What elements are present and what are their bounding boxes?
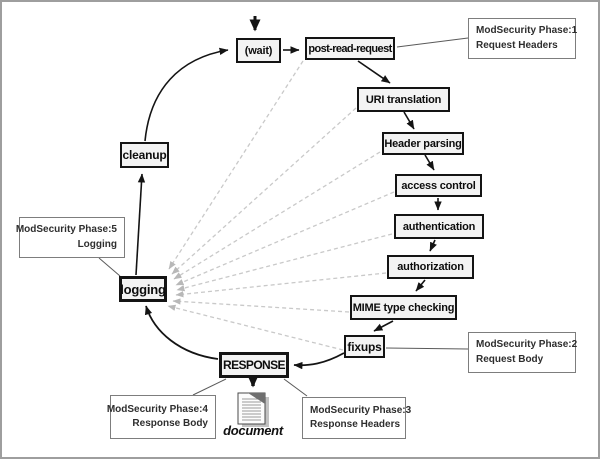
arrow-response-to-logging xyxy=(144,305,219,360)
annotation-phase5-line1: ModSecurity Phase:5 xyxy=(15,224,117,235)
arrow-post-read-to-uri xyxy=(357,60,391,84)
annotation-phase1-line2: Request Headers xyxy=(476,39,558,51)
node-wait: (wait) xyxy=(236,38,281,63)
node-cleanup-label: cleanup xyxy=(122,148,167,162)
annotation-phase2: ModSecurity Phase:2 Request Body xyxy=(468,332,578,373)
arrow-cleanup-to-wait xyxy=(144,47,229,142)
document-icon xyxy=(237,392,269,427)
node-post-read-request: post-read-request xyxy=(305,37,395,60)
connector-post-read-to-phase1 xyxy=(396,37,469,48)
annotation-phase3-line1: ModSecurity Phase:3 xyxy=(310,404,412,416)
dashed-arrow-authentication-to-logging xyxy=(176,233,393,292)
annotation-phase2-line2: Request Body xyxy=(476,353,544,365)
arrow-authentication-to-authorization xyxy=(429,239,437,252)
dashed-logging-arrows xyxy=(167,60,395,351)
arrow-fixups-to-response xyxy=(293,352,345,370)
node-cleanup: cleanup xyxy=(120,142,169,168)
node-authentication-label: authentication xyxy=(402,220,476,233)
node-header-parsing-label: Header parsing xyxy=(384,137,462,150)
node-header-parsing: Header parsing xyxy=(382,132,464,155)
node-access-control: access control xyxy=(395,174,482,197)
annotation-phase4-line1: ModSecurity Phase:4 xyxy=(106,403,208,415)
node-response: RESPONSE xyxy=(219,352,289,378)
annotation-phase1: ModSecurity Phase:1 Request Headers xyxy=(468,18,578,59)
connector-response-to-phase3 xyxy=(283,378,308,397)
dashed-arrow-mime-checking-to-logging xyxy=(172,298,350,313)
node-mime-type-checking: MIME type checking xyxy=(350,295,457,320)
document-text-lines xyxy=(242,398,261,421)
dashed-arrow-authorization-to-logging xyxy=(175,272,387,298)
document-folded-corner xyxy=(248,393,265,404)
annotation-phase4-line2: Response Body xyxy=(132,418,208,429)
node-authorization: authorization xyxy=(387,255,474,279)
dashed-arrow-header-parsing-to-logging xyxy=(173,151,381,280)
arrow-header-parsing-to-access-control xyxy=(424,154,435,171)
node-access-control-label: access control xyxy=(401,179,476,192)
node-uri-translation-label: URI translation xyxy=(365,93,442,106)
node-response-label: RESPONSE xyxy=(223,358,285,372)
connector-fixups-to-phase2 xyxy=(385,347,469,350)
annotation-phase5-line2: Logging xyxy=(77,238,117,250)
arrow-mime-checking-to-fixups xyxy=(373,320,394,332)
node-fixups-label: fixups xyxy=(347,339,382,354)
dashed-arrow-uri-translation-to-logging xyxy=(171,107,357,275)
node-fixups: fixups xyxy=(344,335,385,358)
arrow-logging-to-cleanup xyxy=(135,173,146,276)
connector-response-to-phase4 xyxy=(192,378,227,396)
arrow-authorization-to-mime-checking xyxy=(415,279,426,292)
annotation-connectors xyxy=(98,37,469,397)
node-post-read-request-label: post-read-request xyxy=(308,42,392,55)
connector-phase5-to-logging xyxy=(98,257,121,277)
dashed-arrow-post-read-to-logging xyxy=(168,60,304,270)
annotation-phase5: ModSecurity Phase:5 Logging xyxy=(15,217,125,258)
main-cycle-arrows xyxy=(135,16,442,388)
node-wait-label: (wait) xyxy=(244,44,273,57)
annotation-phase4: ModSecurity Phase:4 Response Body xyxy=(106,395,216,439)
node-logging-label: logging xyxy=(120,281,166,297)
annotation-phase3: ModSecurity Phase:3 Response Headers xyxy=(302,397,411,439)
annotation-phase3-line2: Response Headers xyxy=(310,419,401,430)
node-authentication: authentication xyxy=(394,214,484,239)
node-authorization-label: authorization xyxy=(397,261,464,273)
annotation-phase2-line1: ModSecurity Phase:2 xyxy=(476,339,578,350)
annotation-phase1-line1: ModSecurity Phase:1 xyxy=(476,25,578,36)
dashed-arrow-fixups-to-logging xyxy=(167,304,344,351)
document-caption: document xyxy=(223,423,283,438)
node-logging: logging xyxy=(119,276,167,302)
node-uri-translation: URI translation xyxy=(357,87,450,112)
arrow-uri-to-header-parsing xyxy=(403,111,415,130)
dashed-arrow-access-control-to-logging xyxy=(175,191,395,286)
node-mime-type-checking-label: MIME type checking xyxy=(352,301,455,314)
